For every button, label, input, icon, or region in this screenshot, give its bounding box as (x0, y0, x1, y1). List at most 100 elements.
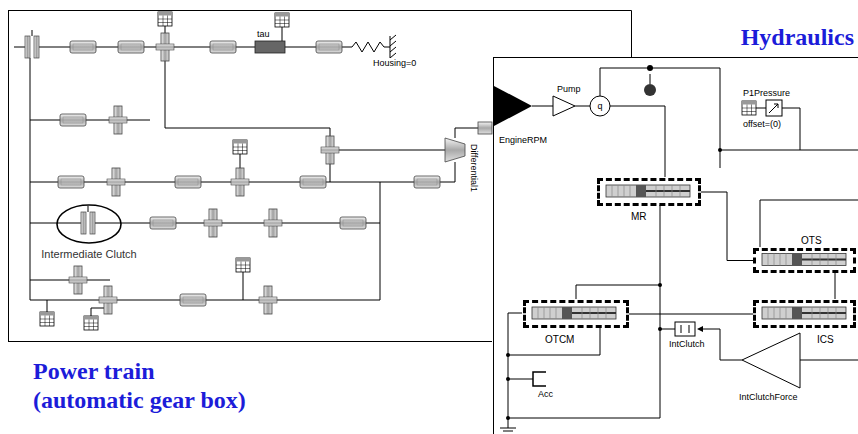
component-name: Intermediate Clutch (40, 248, 137, 261)
component-name: MR (630, 211, 648, 223)
junction-dot (658, 327, 662, 331)
force-symbol (681, 325, 689, 333)
hydraulic-wire (800, 360, 858, 361)
hydraulics-drawing (762, 254, 846, 266)
hydraulic-wire (508, 327, 600, 355)
pump-symbol (590, 96, 610, 116)
component-name: EngineRPM (498, 135, 548, 146)
hydraulics-drawing (762, 307, 846, 319)
parameter-value: offset=(0) (742, 119, 782, 130)
junction-dot (506, 377, 510, 381)
accumulator-symbol (533, 372, 546, 386)
panel-frame: Power train (automatic gear box)Intermed… (8, 10, 492, 342)
shaft-wire (243, 272, 244, 300)
power-train-drawing (60, 114, 86, 126)
differential-symbol (445, 138, 465, 162)
hydraulic-wire (508, 205, 660, 418)
junction-dot (647, 65, 653, 71)
power-train-drawing (175, 176, 201, 188)
hydraulic-wire (703, 329, 742, 360)
cylinder-component: OTS (753, 248, 856, 273)
hydraulic-wire (600, 68, 720, 168)
junction-dot (658, 283, 662, 287)
shaft-wire (91, 308, 104, 316)
hydraulic-wire (835, 272, 836, 299)
power-train-drawing (204, 209, 222, 237)
power-train-drawing (321, 136, 339, 164)
power-train-drawing (70, 41, 96, 53)
hydraulic-wire (500, 68, 858, 431)
power-train-drawing (107, 168, 125, 196)
ellipse-outline (56, 204, 122, 244)
component-name: Acc (537, 389, 554, 400)
component-name: ICS (816, 334, 835, 346)
shaft-wire (165, 26, 166, 33)
power-train-drawing (81, 206, 95, 234)
power-train-drawing (264, 209, 282, 237)
shaft-wire (112, 223, 380, 300)
hydraulics-drawing (532, 307, 616, 319)
panel-border (492, 11, 632, 58)
power-train-drawing (150, 217, 176, 229)
power-train-drawing (231, 168, 249, 196)
shaft-wire (165, 61, 330, 136)
power-train-drawing (58, 176, 84, 188)
hydraulics-drawing (606, 185, 690, 197)
force-symbol (675, 322, 695, 336)
power-train-drawing (84, 316, 98, 330)
shaft-wire (47, 300, 48, 312)
power-train-drawing (233, 140, 247, 154)
hydraulic-wire (760, 200, 858, 247)
arrowhead (697, 326, 703, 332)
power-train-drawing (210, 41, 236, 53)
cylinder-component: MR (597, 178, 701, 206)
component-name: Differential1 (468, 143, 479, 193)
junction-dot (718, 148, 722, 152)
power-train-drawing (99, 286, 117, 314)
shaft-wire (14, 26, 478, 316)
power-train-drawing (118, 41, 144, 53)
component-name: Housing=0 (372, 58, 417, 69)
ellipse-outline (57, 205, 121, 243)
flange-symbol (478, 122, 492, 134)
symbol-letter: q (596, 101, 603, 112)
signal-name: tau (256, 29, 271, 40)
torque-block (255, 41, 285, 53)
power-train-drawing (180, 294, 206, 306)
hydraulics-drawing (478, 57, 858, 434)
shaft-wire (390, 35, 396, 58)
panel-heading: Power train (automatic gear box) (33, 357, 259, 415)
power-train-drawing (158, 12, 172, 26)
speed-source-symbol (494, 86, 532, 126)
power-train-drawing (40, 312, 54, 326)
pipe-connector (701, 192, 753, 261)
shaft-wire (30, 58, 104, 300)
component-name: Pump (556, 84, 582, 95)
component-name: IntClutch (668, 339, 706, 350)
hydraulic-wire (500, 428, 516, 431)
component-name: IntClutchForce (738, 392, 799, 403)
shaft-wire (455, 128, 478, 138)
cylinder-component: ICS (753, 300, 856, 328)
hydraulic-wire (508, 379, 533, 380)
power-train-drawing (316, 41, 342, 53)
sensor-symbol (766, 100, 782, 116)
power-train-drawing (259, 286, 277, 314)
shaft-wire (440, 162, 455, 182)
hydraulic-wire (660, 329, 675, 330)
hydraulic-wire (576, 285, 660, 299)
shaft-wire (30, 182, 414, 183)
cylinder-component: OTCM (523, 300, 629, 328)
panel-ground (493, 57, 858, 434)
power-train-drawing (236, 258, 250, 272)
hydraulic-wire (720, 108, 858, 150)
pipe-connector (629, 314, 753, 315)
power-train-drawing (340, 217, 366, 229)
gain-symbol (742, 333, 800, 388)
gain-symbol (553, 96, 575, 116)
shaft-wire (334, 150, 445, 151)
hydraulics-drawing (742, 101, 756, 115)
junction-dot (506, 148, 722, 420)
